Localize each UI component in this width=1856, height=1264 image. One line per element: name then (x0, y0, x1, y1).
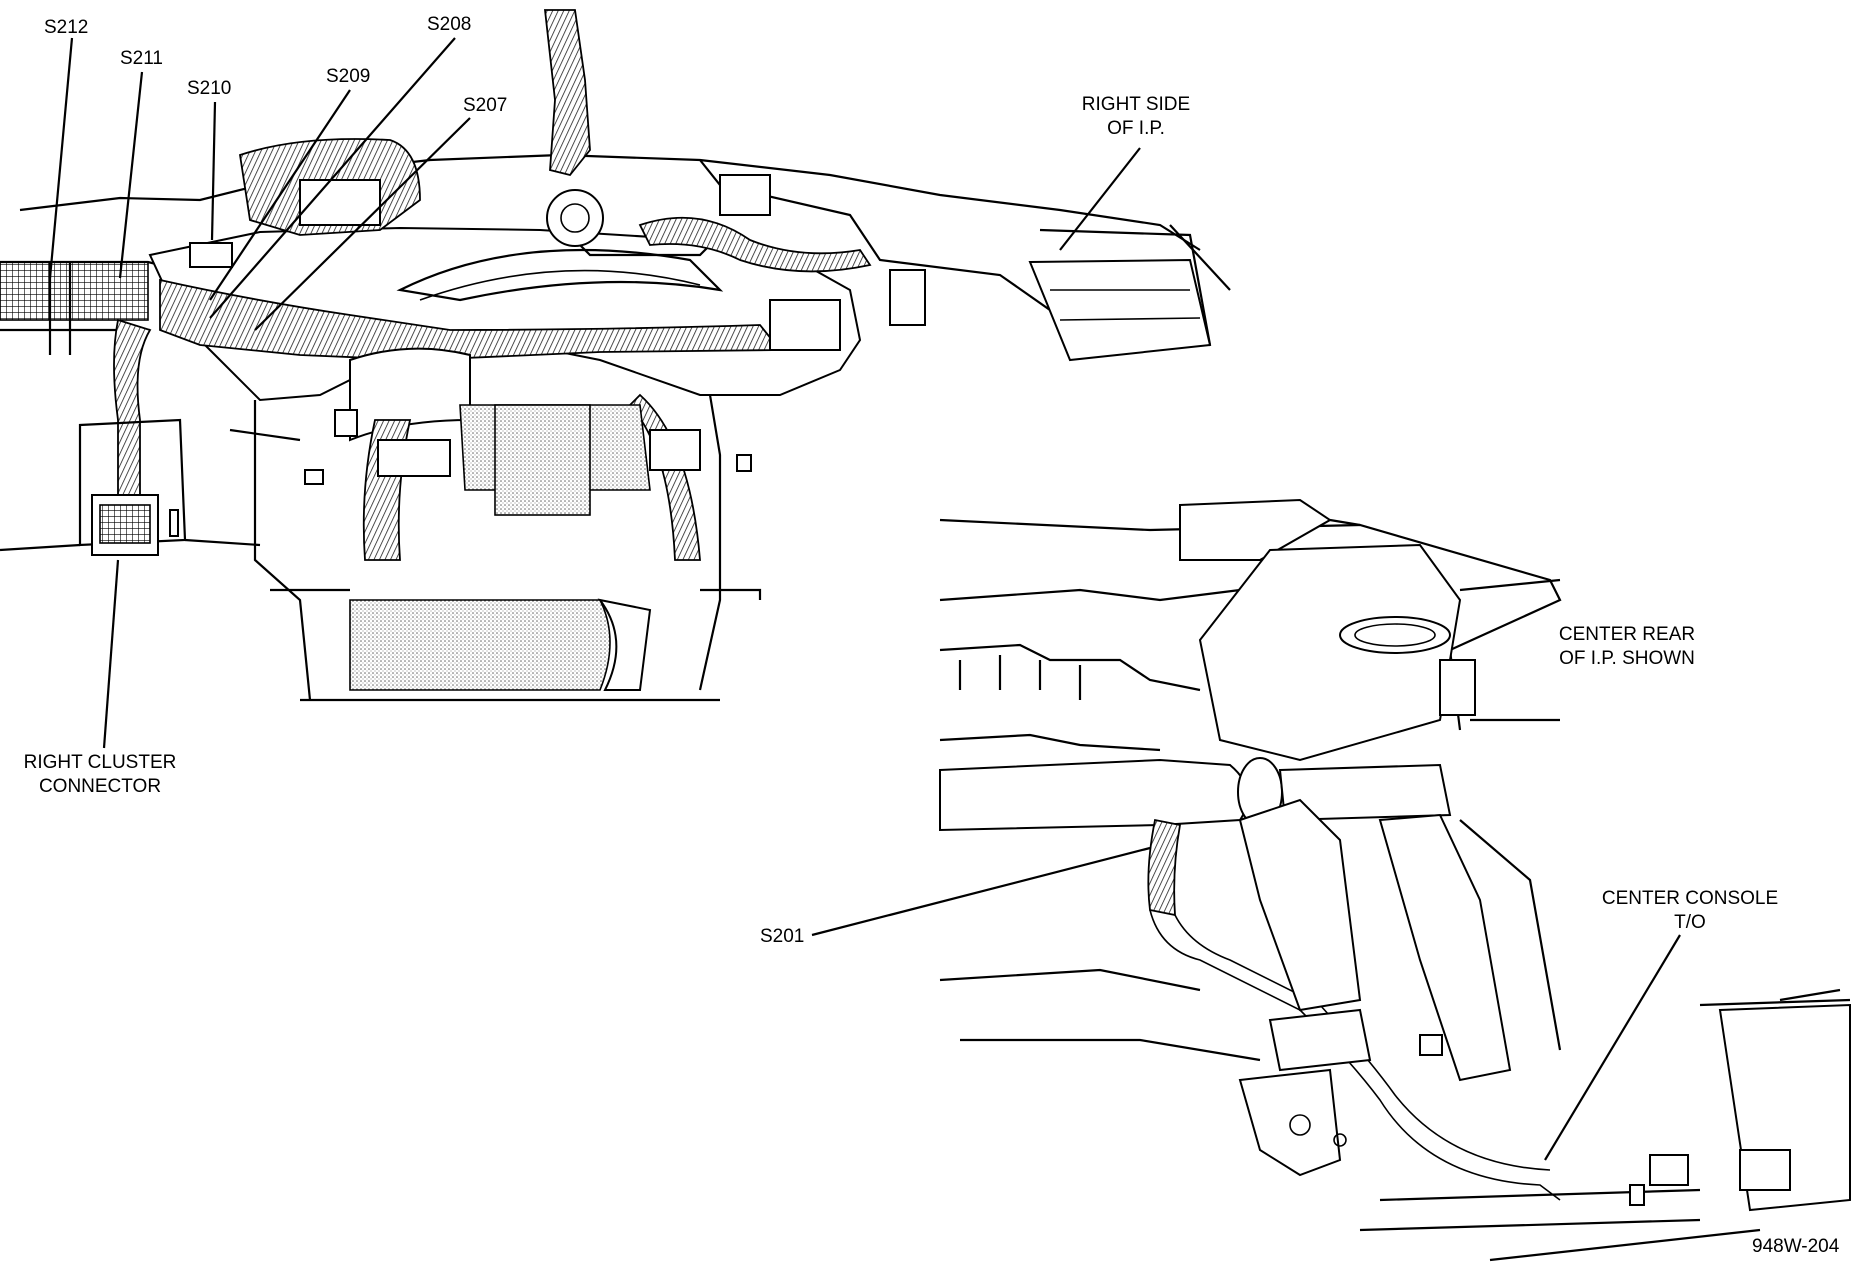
lower-ip-view (939, 498, 1851, 1262)
leader-right-side-ip (1059, 147, 1141, 251)
label-center-rear-line1: CENTER REAR (1559, 624, 1695, 645)
label-s212: S212 (44, 17, 88, 38)
cluster-harness (113, 318, 152, 496)
leader-center-console (1544, 934, 1681, 1161)
figure-id: 948W-204 (1752, 1236, 1840, 1257)
right-connector (889, 269, 926, 326)
label-center-console-line2: T/O (1674, 912, 1706, 933)
leader-s208 (209, 37, 456, 319)
label-center-console-line1: CENTER CONSOLE (1602, 888, 1778, 909)
loom-clip-left (377, 439, 451, 477)
console-connector (1649, 1154, 1689, 1186)
leader-s201 (811, 846, 1151, 937)
support-bracket (1238, 798, 1362, 1012)
duct-outlet (1339, 616, 1451, 654)
grommet (546, 189, 604, 247)
upper-ip-view (0, 9, 1231, 702)
label-s209: S209 (326, 66, 370, 87)
leader-s207 (254, 117, 471, 331)
label-center-rear-line2: OF I.P. SHOWN (1559, 648, 1695, 669)
leader-s212 (48, 37, 74, 279)
leader-lines (48, 37, 1681, 1161)
leader-s211 (118, 71, 144, 279)
label-right-side-ip-line1: RIGHT SIDE (1082, 94, 1190, 115)
main-harness (159, 278, 782, 361)
label-s207: S207 (463, 95, 507, 116)
loom-clip-right (649, 429, 701, 471)
hvac-housing (1198, 543, 1462, 762)
left-grid-panel (0, 261, 149, 321)
label-s208: S208 (427, 14, 471, 35)
label-s210: S210 (187, 78, 231, 99)
connector-s210 (189, 242, 233, 268)
s201-harness (1147, 818, 1182, 917)
leader-right-cluster (102, 559, 120, 749)
label-right-cluster-line1: RIGHT CLUSTER (24, 752, 177, 773)
label-right-cluster-line2: CONNECTOR (39, 776, 161, 797)
label-s211: S211 (120, 48, 163, 69)
vertical-harness (543, 9, 591, 177)
leader-s209 (209, 89, 351, 301)
lower-tunnel (349, 599, 611, 691)
crossbar-tube (939, 758, 1249, 832)
leader-s210 (210, 101, 217, 241)
label-s201: S201 (760, 926, 804, 947)
labels: S212 S211 S210 S209 S208 S207 RIGHT SIDE… (24, 14, 1840, 1257)
label-right-side-ip-line2: OF I.P. (1107, 118, 1165, 139)
right-harness (638, 216, 872, 273)
